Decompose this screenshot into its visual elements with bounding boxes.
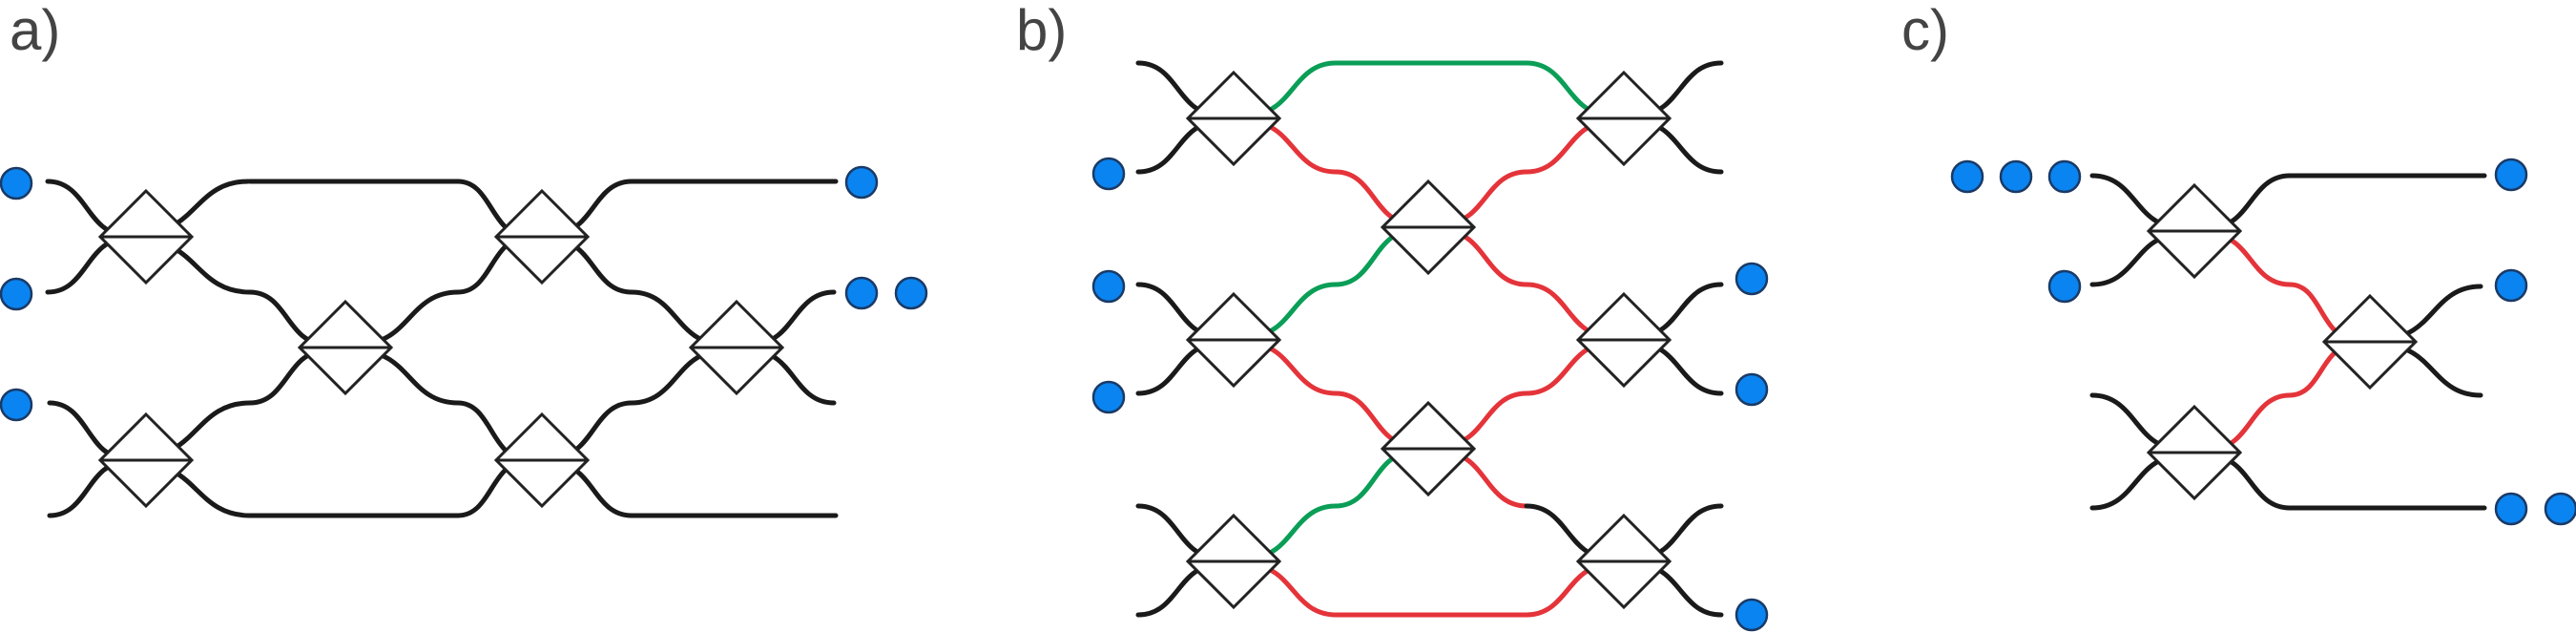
panel-label-b: b) [1016,0,1067,62]
photon-dot-icon [1091,380,1126,414]
photon-dot-icon [1091,157,1126,191]
photon-dot-icon [1091,269,1126,304]
photon-dot-icon [2494,492,2528,526]
beam-splitter-icon [97,411,195,509]
beam-splitter-icon [2146,404,2243,501]
photon-dot-icon [2494,158,2528,192]
beam-splitter-icon [1575,70,1672,167]
photon-dot-icon [0,166,33,200]
photon-dot-icon [2544,492,2576,526]
beam-splitter-icon [97,188,195,285]
beam-splitters [97,70,2419,610]
beam-splitter-icon [1380,400,1477,497]
beam-splitter-icon [297,299,394,396]
photon-dot-icon [2047,159,2082,194]
photon-dot-icon [1950,159,1984,194]
beam-splitter-icon [2146,182,2243,280]
panel-label-c: c) [1901,0,1949,62]
photon-dot-icon [2047,269,2082,304]
beam-splitter-icon [688,299,785,396]
photon-dot-icon [844,165,879,200]
photon-dot-icon [1735,262,1769,296]
photon-dot-icon [1735,598,1769,632]
beam-splitter-icon [1185,513,1282,610]
photon-dot-icon [844,276,879,310]
photon-dot-icon [1735,372,1769,407]
panel-label-a: a) [10,0,60,62]
photon-dot-icon [1999,159,2033,194]
beam-splitter-icon [1575,513,1672,610]
photon-dot-icon [2494,268,2528,303]
photon-dot-icon [0,277,33,311]
photons [0,157,2576,632]
beam-splitter-icon [1185,70,1282,167]
beam-splitter-icon [1575,291,1672,389]
beam-splitter-icon [1380,179,1477,276]
beam-splitter-icon [2321,293,2419,390]
beam-splitter-icon [493,411,591,509]
beam-splitter-icon [493,188,591,285]
photon-dot-icon [894,276,928,310]
photon-dot-icon [0,388,33,422]
beam-splitter-icon [1185,291,1282,389]
